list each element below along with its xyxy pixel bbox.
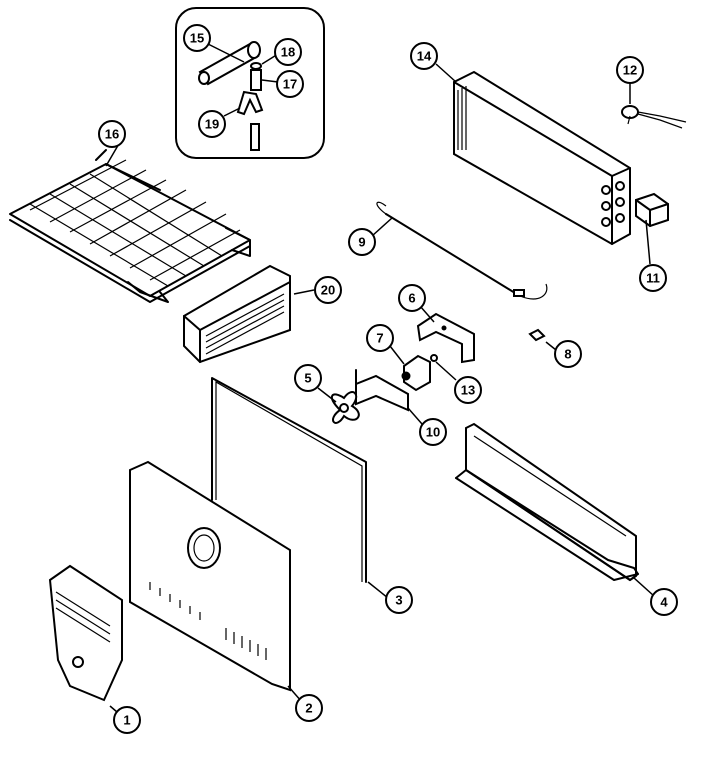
callout-17-label: 17	[283, 77, 297, 92]
callout-3: 3	[385, 586, 413, 614]
callout-11-label: 11	[646, 271, 660, 286]
callout-2: 2	[295, 694, 323, 722]
callout-14: 14	[410, 42, 438, 70]
rod-frame	[211, 377, 367, 583]
callout-1: 1	[113, 706, 141, 734]
callout-4: 4	[650, 588, 678, 616]
callout-10-label: 10	[426, 425, 440, 440]
callout-13-label: 13	[461, 383, 475, 398]
clip-part	[236, 90, 264, 151]
callout-9: 9	[348, 228, 376, 256]
callout-6: 6	[398, 284, 426, 312]
callout-5-label: 5	[304, 371, 311, 386]
callout-17: 17	[276, 70, 304, 98]
callout-18: 18	[274, 38, 302, 66]
heater	[376, 201, 548, 300]
relay	[635, 192, 669, 228]
callout-2-label: 2	[305, 701, 312, 716]
motor-bracket	[355, 369, 409, 412]
callout-8: 8	[554, 340, 582, 368]
bracket	[416, 312, 475, 364]
leader-lines	[105, 43, 655, 719]
callout-12-label: 12	[623, 63, 637, 78]
callout-13: 13	[454, 376, 482, 404]
drain-trough	[455, 422, 639, 582]
callout-3-label: 3	[395, 593, 402, 608]
callout-15-label: 15	[190, 31, 204, 46]
screw	[528, 328, 546, 342]
callout-1-label: 1	[123, 713, 130, 728]
callout-9-label: 9	[358, 235, 365, 250]
callout-7: 7	[366, 324, 394, 352]
evaporator	[453, 70, 631, 246]
callout-19: 19	[198, 110, 226, 138]
wire-shelf	[9, 149, 251, 303]
fan-blade	[330, 391, 360, 424]
grille	[48, 564, 123, 702]
fan-motor	[401, 354, 431, 392]
coil-ends	[601, 181, 625, 227]
inset-box	[175, 7, 325, 159]
callout-18-label: 18	[281, 45, 295, 60]
callout-19-label: 19	[205, 117, 219, 132]
callout-6-label: 6	[408, 291, 415, 306]
tube-part	[198, 41, 261, 86]
grommet	[430, 354, 438, 362]
callout-5: 5	[294, 364, 322, 392]
callout-4-label: 4	[660, 595, 668, 610]
callout-7-label: 7	[376, 331, 383, 346]
back-panel	[129, 460, 291, 692]
callout-8-label: 8	[564, 347, 571, 362]
callout-12: 12	[616, 56, 644, 84]
nut-part	[250, 62, 262, 91]
callout-20-label: 20	[321, 283, 335, 298]
callout-11: 11	[639, 264, 667, 292]
callout-15: 15	[183, 24, 211, 52]
callout-14-label: 14	[417, 49, 432, 64]
callout-16-label: 16	[105, 127, 119, 142]
callout-10: 10	[419, 418, 447, 446]
thermostat	[621, 105, 687, 129]
callout-16: 16	[98, 120, 126, 148]
cover-plate	[183, 264, 291, 364]
callout-20: 20	[314, 276, 342, 304]
